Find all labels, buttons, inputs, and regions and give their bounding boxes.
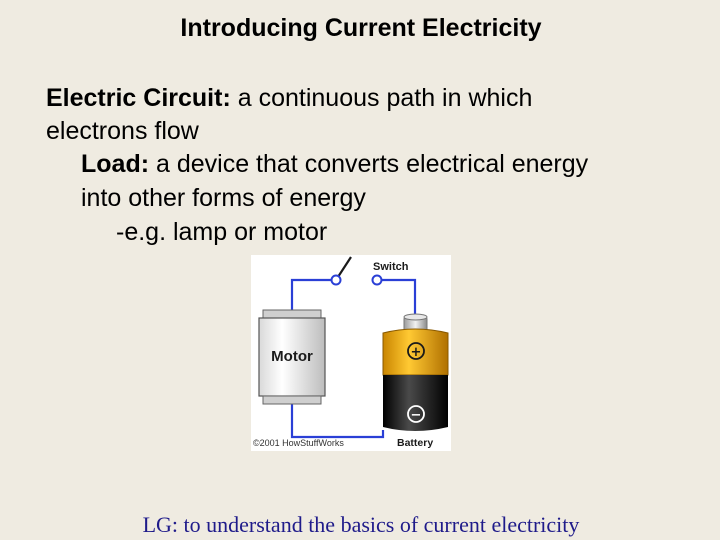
circuit-definition-line-1: Electric Circuit: a continuous path in w…	[46, 83, 532, 113]
circuit-diagram-svg: Switch Motor + − ©2001 HowStuffWorks Bat…	[253, 256, 449, 449]
load-term: Load:	[81, 150, 150, 178]
circuit-term: Electric Circuit:	[46, 84, 231, 112]
load-definition-line-2: into other forms of energy	[81, 184, 366, 212]
circuit-definition-line-2: electrons flow	[46, 117, 199, 145]
circuit-diagram: Switch Motor + − ©2001 HowStuffWorks Bat…	[251, 255, 451, 451]
load-definition-line-1: Load: a device that converts electrical …	[81, 149, 588, 179]
wire-bottom	[290, 403, 385, 439]
battery-label: Battery	[397, 437, 433, 449]
motor-label: Motor	[271, 348, 313, 365]
learning-goal-text: to understand the basics of current elec…	[178, 512, 580, 537]
switch	[330, 256, 383, 286]
motor	[258, 309, 326, 405]
slide-title: Introducing Current Electricity	[180, 14, 542, 42]
battery	[382, 313, 449, 431]
image-credit: ©2001 HowStuffWorks	[253, 438, 344, 448]
circuit-definition-a: a continuous path in which	[230, 84, 533, 112]
load-example: -e.g. lamp or motor	[116, 218, 328, 246]
learning-goal-term: LG:	[142, 512, 179, 537]
learning-goal: LG: to understand the basics of current …	[0, 512, 720, 538]
wire-left	[290, 278, 336, 310]
circuit-wires	[290, 278, 417, 439]
wire-right	[377, 278, 417, 327]
minus-symbol: −	[411, 408, 422, 423]
switch-label: Switch	[373, 261, 409, 273]
load-definition-a: a device that converts electrical energy	[149, 150, 589, 178]
plus-symbol: +	[411, 345, 422, 360]
